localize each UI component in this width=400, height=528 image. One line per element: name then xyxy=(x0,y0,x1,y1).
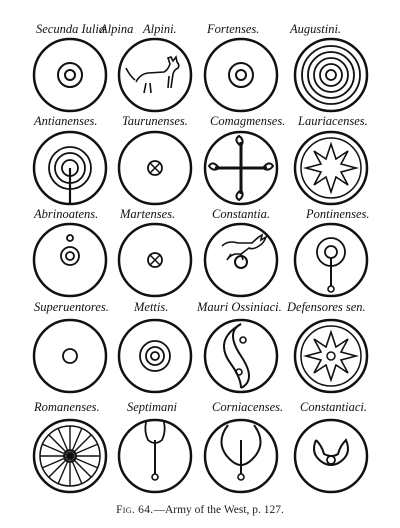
label-constantia: Constantia. xyxy=(212,207,270,221)
shield-mauri-ossiniaci xyxy=(203,318,279,394)
label-lauriacenses: Lauriacenses. xyxy=(297,114,368,128)
label-corniacenses: Corniacenses. xyxy=(212,400,283,414)
label-romanenses: Romanenses. xyxy=(33,400,100,414)
label-abrinoatens: Abrinoatens. xyxy=(33,207,98,221)
label-secunda-iulia: Secunda Iulia xyxy=(36,22,105,36)
shield-comagmenses xyxy=(203,130,279,206)
label-constantiaci: Constantiaci. xyxy=(300,400,367,414)
figure-number: Fig. 64. xyxy=(116,504,154,516)
label-mauri-ossiniaci: Mauri Ossiniaci. xyxy=(196,300,282,314)
shield-lauriacenses xyxy=(293,130,369,206)
label-augustini: Augustini. xyxy=(289,22,341,36)
label-comagmenses: Comagmenses. xyxy=(210,114,285,128)
shield-pontinenses xyxy=(293,222,369,298)
label-pontinenses: Pontinenses. xyxy=(305,207,370,221)
label-martenses: Martenses. xyxy=(119,207,175,221)
label-alpini: Alpini. xyxy=(142,22,177,36)
shield-septimani xyxy=(117,418,193,494)
shield-romanenses xyxy=(32,418,108,494)
shield-abrinoatens xyxy=(32,222,108,298)
label-mettis: Mettis. xyxy=(133,300,168,314)
label-antianenses: Antianenses. xyxy=(33,114,98,128)
label-superuentores: Superuentores. xyxy=(34,300,109,314)
figure-caption: Fig. 64.—Army of the West, p. 127. xyxy=(0,504,400,516)
label-taurunenses: Taurunenses. xyxy=(122,114,188,128)
shield-fortenses xyxy=(203,37,279,113)
shield-corniacenses xyxy=(203,418,279,494)
shield-alpini xyxy=(117,37,193,113)
shield-defensores-sen xyxy=(293,318,369,394)
label-alpina: Alpina xyxy=(99,22,133,36)
label-defensores-sen: Defensores sen. xyxy=(286,300,366,314)
shield-antianenses xyxy=(32,130,108,206)
shield-mettis xyxy=(117,318,193,394)
shield-secunda-iulia-alpina xyxy=(32,37,108,113)
label-septimani: Septimani xyxy=(127,400,178,414)
shield-constantiaci xyxy=(293,418,369,494)
shield-augustini xyxy=(293,37,369,113)
shield-martenses xyxy=(117,222,193,298)
shield-taurunenses xyxy=(117,130,193,206)
figure-caption-text: —Army of the West, p. 127. xyxy=(153,504,284,516)
shield-superuentores xyxy=(32,318,108,394)
label-fortenses: Fortenses. xyxy=(206,22,259,36)
shield-constantia xyxy=(203,222,279,298)
